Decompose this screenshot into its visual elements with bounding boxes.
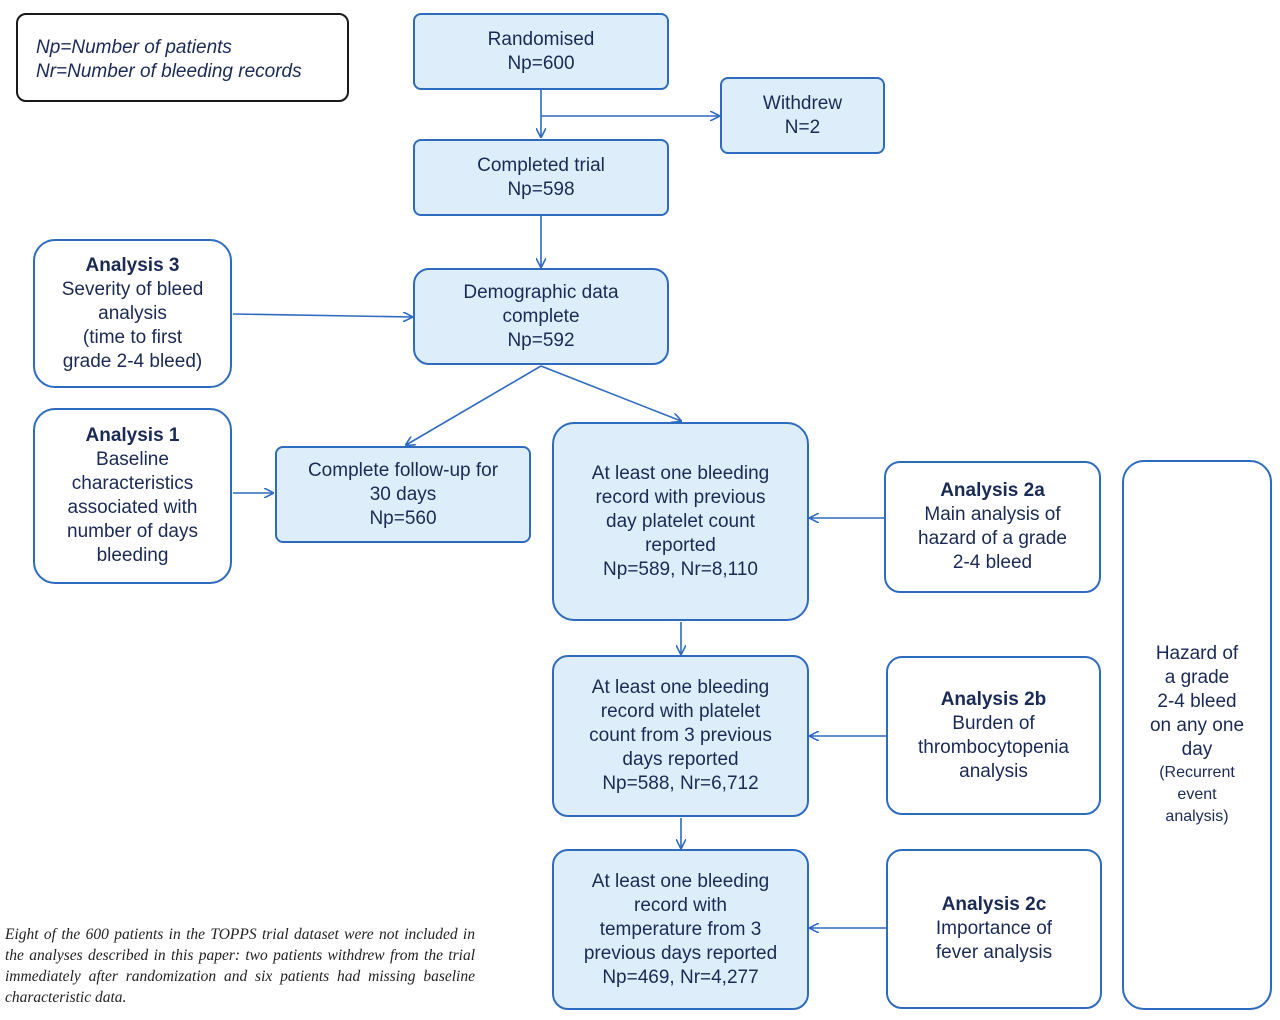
analysis1-line: associated with (67, 497, 198, 518)
analysis2b-line: Burden of (952, 712, 1035, 734)
hazard-sub: (Recurrent (1159, 764, 1235, 781)
analysis2a-line: Main analysis of (924, 504, 1061, 525)
box-randomised: Randomised Np=600 (413, 13, 669, 90)
hazard-sub: analysis) (1165, 808, 1229, 825)
analysis2b-line: analysis (959, 760, 1028, 782)
bleed3-line: count from 3 previous (589, 725, 772, 746)
hazard-line: 2-4 bleed (1157, 691, 1237, 712)
box-previous-day-platelet: At least one bleeding record with previo… (552, 422, 809, 621)
box-completed-trial: Completed trial Np=598 (413, 139, 669, 216)
analysis1-line: Baseline (96, 449, 169, 470)
analysis3-line: Severity of bleed (61, 278, 204, 300)
arrow-demo-bleed1 (540, 365, 681, 421)
bleed3-line: record with platelet (600, 701, 761, 722)
analysis3-line: analysis (98, 302, 167, 324)
withdrew-label: Withdrew (762, 92, 843, 114)
analysis2c-line: fever analysis (935, 942, 1053, 963)
box-withdrew: Withdrew N=2 (720, 77, 885, 154)
temp3-line: temperature from 3 (599, 918, 762, 940)
box-platelet-3-days: At least one bleeding record with platel… (552, 655, 809, 817)
analysis2c-line: Importance of (935, 918, 1053, 939)
box-analysis-3: Analysis 3 Severity of bleed analysis (t… (33, 239, 232, 388)
analysis1-line: bleeding (96, 545, 169, 566)
box-hazard-recurrent: Hazard of a grade 2-4 bleed on any one d… (1122, 460, 1272, 1010)
temp3-line: record with (634, 894, 727, 916)
analysis2a-line: hazard of a grade (918, 528, 1067, 549)
bleed1-line: day platelet count (606, 510, 755, 532)
analysis2c-title: Analysis 2c (941, 894, 1047, 915)
completed-count: Np=598 (507, 178, 575, 200)
demographic-line1: Demographic data (463, 281, 619, 303)
bleed1-line: record with previous (595, 486, 766, 508)
analysis1-title: Analysis 1 (85, 425, 180, 446)
footnote: Eight of the 600 patients in the TOPPS t… (5, 926, 475, 1006)
hazard-sub: event (1177, 786, 1217, 803)
temp3-line: previous days reported (583, 942, 778, 964)
legend-nr: Nr=Number of bleeding records (36, 61, 302, 82)
withdrew-count: N=2 (784, 116, 821, 138)
box-analysis-2a: Analysis 2a Main analysis of hazard of a… (884, 461, 1101, 593)
box-analysis-2c: Analysis 2c Importance of fever analysis (886, 849, 1102, 1009)
analysis1-line: number of days (67, 521, 198, 542)
legend-np: Np=Number of patients (36, 37, 232, 58)
completed-label: Completed trial (477, 154, 605, 176)
analysis2b-line: thrombocytopenia (917, 736, 1070, 758)
followup-line1: Complete follow-up for (307, 459, 499, 481)
analysis3-line: grade 2-4 bleed) (62, 350, 203, 372)
bleed1-line: At least one bleeding (591, 462, 770, 484)
analysis3-title: Analysis 3 (85, 254, 180, 276)
temp3-count: Np=469, Nr=4,277 (602, 966, 759, 988)
hazard-line: a grade (1164, 667, 1230, 688)
followup-line2: 30 days (369, 483, 437, 505)
box-analysis-1: Analysis 1 Baseline characteristics asso… (33, 408, 232, 584)
bleed1-line: reported (645, 534, 716, 556)
analysis2a-title: Analysis 2a (940, 480, 1045, 501)
bleed3-count: Np=588, Nr=6,712 (602, 773, 759, 794)
analysis2a-line: 2-4 bleed (952, 552, 1033, 573)
demographic-count: Np=592 (507, 329, 575, 351)
randomised-label: Randomised (487, 28, 595, 50)
bleed1-count: Np=589, Nr=8,110 (603, 558, 758, 580)
arrow-demo-followup (406, 365, 542, 445)
box-demographic: Demographic data complete Np=592 (413, 268, 669, 365)
demographic-line2: complete (502, 305, 580, 327)
followup-count: Np=560 (369, 507, 437, 529)
box-follow-up: Complete follow-up for 30 days Np=560 (275, 446, 531, 543)
bleed3-line: days reported (622, 749, 739, 770)
analysis2b-title: Analysis 2b (940, 688, 1047, 710)
hazard-line: Hazard of (1155, 643, 1239, 664)
temp3-line: At least one bleeding (591, 870, 770, 892)
legend-box: Np=Number of patients Nr=Number of bleed… (16, 13, 349, 102)
arrow-analysis3 (232, 314, 412, 317)
analysis1-line: characteristics (71, 473, 194, 494)
bleed3-line: At least one bleeding (591, 677, 770, 698)
randomised-count: Np=600 (507, 52, 575, 74)
analysis3-line: (time to first (82, 326, 183, 348)
hazard-line: day (1181, 739, 1213, 760)
hazard-line: on any one (1149, 715, 1245, 736)
box-temperature-3-days: At least one bleeding record with temper… (552, 849, 809, 1010)
box-analysis-2b: Analysis 2b Burden of thrombocytopenia a… (886, 656, 1101, 815)
